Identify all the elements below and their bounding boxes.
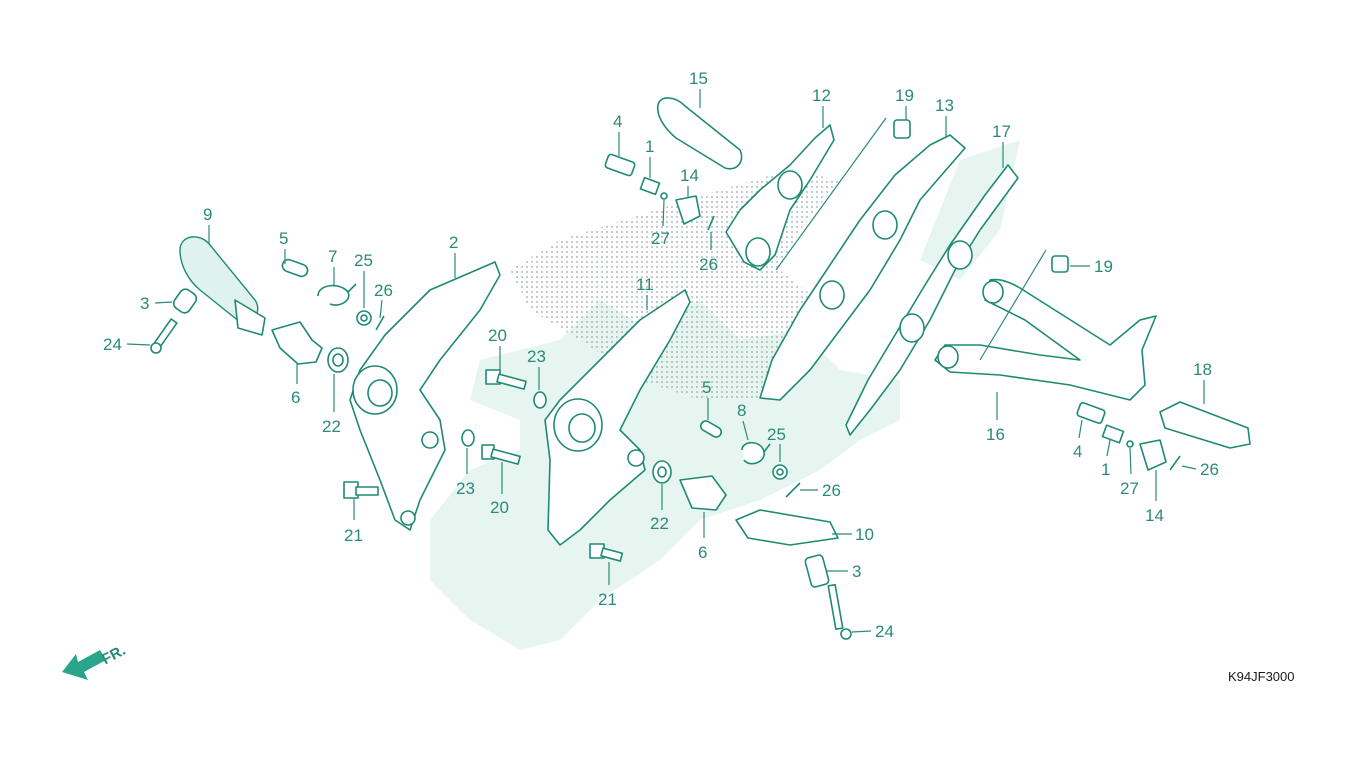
bolt-19-upper [893,119,911,139]
callout-19-right: 19 [1094,257,1113,276]
callout-6-center: 6 [698,543,707,562]
bolt-21-left [343,481,379,499]
plate-6-center [679,475,727,511]
callout-18: 18 [1193,360,1212,379]
callout-8: 8 [737,401,746,420]
callout-20-left: 20 [488,326,507,345]
footpeg-9 [179,236,266,336]
bracket-12 [725,124,835,271]
guard-17 [845,164,1019,436]
bolt-19-right [1051,255,1069,273]
footpeg-18 [1159,401,1251,449]
bolt-20-left [485,369,527,390]
callout-22-center: 22 [650,514,669,533]
callout-27-right: 27 [1120,479,1139,498]
pin-26-left [375,315,385,331]
callout-10: 10 [855,525,874,544]
callout-11: 11 [636,275,654,294]
callouts: 9 3 24 5 7 25 26 6 22 2 20 23 23 20 21 1… [103,69,1219,641]
pin-4-upper [604,153,636,177]
callout-1-right: 1 [1101,460,1110,479]
callout-22-left: 22 [322,417,341,436]
callout-21-left: 21 [344,526,363,545]
pin-26-center [785,482,801,498]
ball-27-right [1126,440,1134,448]
callout-7: 7 [328,247,337,266]
washer-25-center [772,464,788,480]
callout-20-center: 20 [490,498,509,517]
callout-4-right: 4 [1073,442,1082,461]
washer-25-left [356,310,372,326]
spring-8 [741,441,771,465]
washer-23-left [533,391,547,409]
pin-3-center [804,554,830,588]
callout-15: 15 [689,69,708,88]
spring-1-upper [639,176,661,196]
bracket-2 [349,261,501,531]
plate-14-upper [675,195,701,225]
leader-12-13 [775,117,887,271]
callout-26-right: 26 [1200,460,1219,479]
bolt-20-center [481,444,521,465]
callout-13: 13 [935,96,954,115]
footpeg-10 [735,509,839,546]
pin-5-left [281,258,309,278]
callout-16: 16 [986,425,1005,444]
callout-5-left: 5 [279,229,288,248]
pin-26-upper [707,215,715,231]
callout-1-upper: 1 [645,137,654,156]
callout-23-left: 23 [527,347,546,366]
plate-6-left [271,321,323,365]
callout-17: 17 [992,122,1011,141]
callout-2: 2 [449,233,458,252]
bracket-16 [934,278,1157,401]
diagram-code: K94JF3000 [1228,669,1295,684]
callout-25-center: 25 [767,425,786,444]
pin-5-center [700,420,722,438]
callout-25-left: 25 [354,251,373,270]
callout-24-center: 24 [875,622,894,641]
pin-3-left [172,288,198,314]
callout-9: 9 [203,205,212,224]
washer-22-left [327,347,349,373]
bracket-11 [544,289,691,546]
callout-14-right: 14 [1145,506,1164,525]
pin-4-right [1076,402,1106,424]
callout-21-center: 21 [598,590,617,609]
callout-3-center: 3 [852,562,861,581]
spring-7 [317,283,357,306]
guard-13 [759,134,966,401]
callout-27-upper: 27 [651,229,670,248]
plate-14-right [1139,439,1167,471]
bolt-24-left [150,318,178,354]
callout-26-upper: 26 [699,255,718,274]
washer-22-center [652,460,672,484]
front-direction-arrow: FR. [62,642,128,680]
bolt-24-center [827,583,852,640]
spring-1-right [1101,424,1125,444]
callout-3-left: 3 [140,294,149,313]
callout-5-center: 5 [702,378,711,397]
callout-23-center: 23 [456,479,475,498]
watermark-logo [430,140,1020,650]
washer-23-center [461,429,475,447]
callout-12: 12 [812,86,831,105]
callout-4-upper: 4 [613,112,622,131]
direction-label: FR. [99,642,128,668]
callout-14-upper: 14 [680,166,699,185]
callout-26-center: 26 [822,481,841,500]
bolt-21-center [589,543,624,562]
callout-19-upper: 19 [895,86,914,105]
pin-26-right [1169,455,1181,471]
footpeg-15 [656,97,743,170]
callout-26-left: 26 [374,281,393,300]
ball-27-upper [660,192,668,200]
callout-6-left: 6 [291,388,300,407]
callout-24-left: 24 [103,335,122,354]
